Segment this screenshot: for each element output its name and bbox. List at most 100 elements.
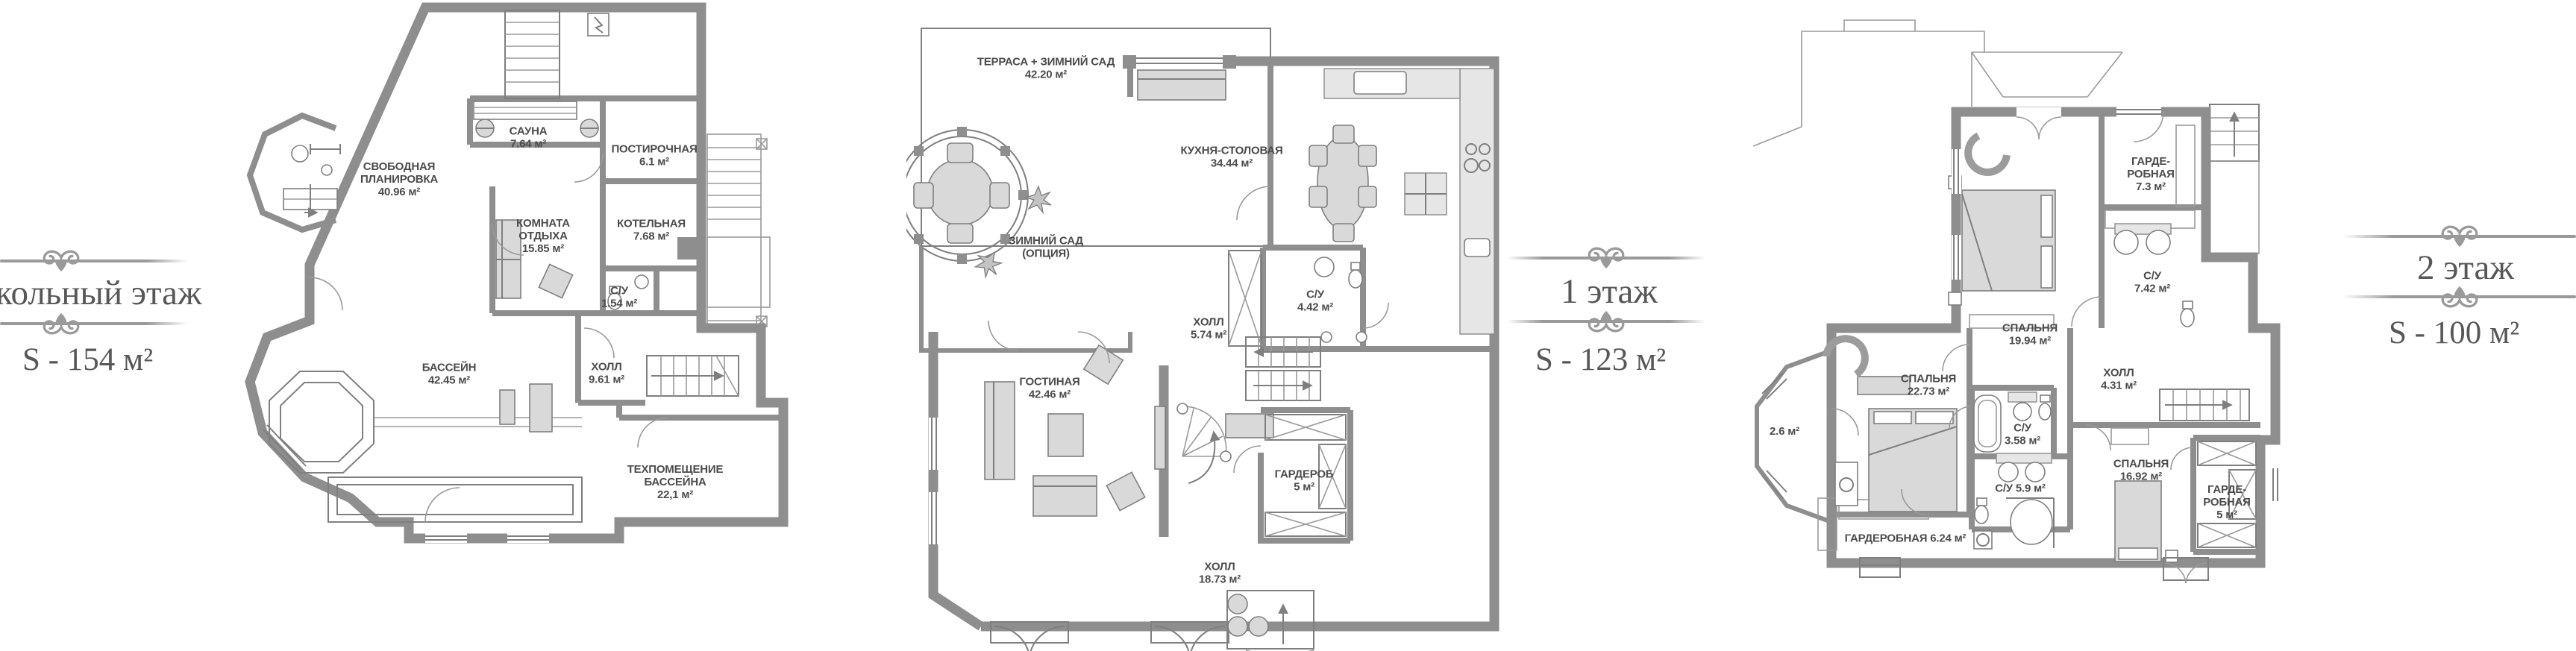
- garderob: [1258, 407, 1353, 544]
- armchair: [1964, 132, 2011, 176]
- plant-icon: [974, 185, 1052, 280]
- flourish-icon: [2441, 225, 2478, 247]
- round-conservatory: [906, 127, 1029, 264]
- bathroom-fixtures: [1973, 453, 2055, 550]
- divider-line: [0, 250, 188, 271]
- floor-area: S - 123 м²: [1535, 342, 1667, 377]
- toilet-icon: [607, 286, 622, 310]
- garderobnaya-5: [2190, 435, 2260, 555]
- dining-table: [1309, 125, 1447, 242]
- fireplace: [1154, 406, 1166, 470]
- electric-panel-icon: [587, 13, 609, 37]
- bed: [1948, 175, 2056, 306]
- divider-line: [2342, 286, 2576, 308]
- divider-line: [0, 313, 188, 335]
- flourish-icon: [43, 250, 80, 271]
- bathroom-fixtures: [2113, 223, 2195, 327]
- floor-title: 1 этаж: [1561, 272, 1658, 311]
- bed: [1834, 376, 1958, 512]
- bed: [2114, 480, 2178, 563]
- floor-area: S - 100 м²: [2389, 315, 2520, 350]
- floor-title: кольный этаж: [0, 274, 202, 312]
- balcony-windows: [1761, 372, 1787, 499]
- spiral-stair: [1176, 403, 1232, 484]
- divider-line: [1507, 311, 1705, 333]
- room-label-garderobnaya-624: ГАРДЕРОБНАЯ 6.24 м²: [1844, 532, 1967, 545]
- stair-hall: [646, 355, 739, 397]
- flourish-icon: [1588, 311, 1625, 333]
- flourish-icon: [2441, 286, 2478, 308]
- flourish-icon: [43, 313, 80, 335]
- sofa: [529, 383, 553, 433]
- balcony-walls: [1755, 348, 1833, 524]
- side-table: [499, 389, 515, 425]
- stair-top: [504, 10, 560, 99]
- kitchen-counter: [1323, 68, 1495, 335]
- plan-basement-drawing: [245, 2, 789, 544]
- sauna-benches: [473, 101, 599, 138]
- entry-porch: [1226, 590, 1314, 651]
- sofa: [1225, 413, 1274, 438]
- floor-title: 2 этаж: [2417, 248, 2514, 287]
- room-label-su-59: С/У 5.9 м²: [1995, 482, 2046, 495]
- door-arcs: [1831, 111, 2194, 515]
- sink-icon: [634, 274, 649, 289]
- floor-label-second: 2 этаж S - 100 м²: [2342, 0, 2576, 651]
- door-arcs: [988, 186, 1389, 474]
- bathroom-fixtures: [1973, 391, 2052, 453]
- stair-center: [2159, 389, 2250, 421]
- exterior-stair: [706, 133, 771, 329]
- bay-window-top: [1123, 55, 1236, 101]
- window: [263, 424, 549, 543]
- plan-first-floor-drawing: [906, 28, 1499, 651]
- stair-top-right: [2209, 104, 2260, 254]
- gym-equipment: [283, 144, 341, 213]
- armchair: [1823, 335, 1869, 378]
- sofa: [495, 219, 521, 299]
- room-label-zimniy-sad: ЗИМНИЙ САД (ОПЦИЯ): [1009, 234, 1083, 260]
- room-label-balcony-26: 2.6 м²: [1770, 425, 1799, 438]
- window: [1859, 107, 2281, 584]
- boiler: [677, 237, 700, 260]
- living-furniture: [984, 344, 1146, 517]
- floor-label-basement: кольный этаж S - 154 м²: [0, 0, 201, 651]
- plan-second-floor-drawing: [1752, 19, 2281, 584]
- round-table: [927, 159, 994, 226]
- winter-garden-walls: [919, 245, 1270, 353]
- bay-window: [929, 418, 1229, 651]
- divider-line: [2342, 225, 2576, 247]
- floor-area: S - 154 м²: [22, 342, 154, 377]
- stair-main: [1245, 331, 1367, 401]
- divider-line: [1507, 247, 1705, 268]
- flourish-icon: [1588, 247, 1625, 268]
- floor-label-first: 1 этаж S - 123 м²: [1507, 0, 1705, 651]
